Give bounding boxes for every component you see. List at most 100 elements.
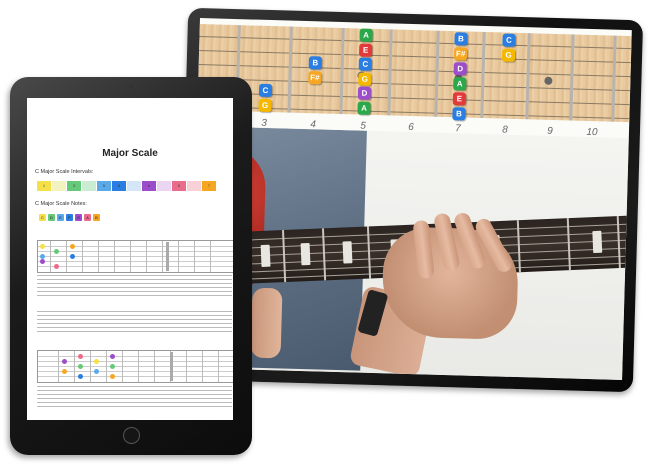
interval-cell: 6 bbox=[112, 181, 126, 191]
fret bbox=[218, 351, 219, 382]
interval-cell: 5 bbox=[97, 181, 111, 191]
guitar-inlay bbox=[342, 241, 353, 264]
note-marker: G bbox=[358, 72, 372, 86]
fret bbox=[154, 351, 155, 382]
string bbox=[38, 371, 233, 372]
fret bbox=[50, 241, 51, 272]
string bbox=[38, 266, 233, 267]
string bbox=[38, 246, 233, 247]
fret bbox=[106, 351, 107, 382]
guitar-inlay bbox=[300, 242, 311, 266]
note-marker: C bbox=[502, 33, 516, 47]
scale-note-chip: F bbox=[66, 214, 73, 221]
scale-note-chip: B bbox=[93, 214, 100, 221]
guitar-inlay bbox=[592, 230, 603, 254]
note-marker: B bbox=[454, 32, 468, 46]
interval-cell bbox=[187, 181, 201, 191]
note-dot bbox=[40, 244, 45, 249]
note-marker: E bbox=[358, 43, 373, 57]
note-dot bbox=[94, 369, 99, 374]
note-dot bbox=[70, 254, 75, 259]
note-dot bbox=[54, 249, 59, 254]
fretboard-diagram: A E C G D A B F# C G B F# D A E B C G 3 … bbox=[197, 18, 632, 138]
note-dot bbox=[78, 364, 83, 369]
page-title: Major Scale bbox=[102, 148, 158, 159]
string bbox=[38, 256, 233, 257]
string bbox=[38, 361, 233, 362]
scale-fretboard-diagram bbox=[37, 240, 233, 273]
player-arm bbox=[250, 287, 283, 359]
scale-note-chip: G bbox=[75, 214, 82, 221]
note-dot bbox=[40, 254, 45, 259]
string bbox=[38, 366, 233, 367]
string bbox=[38, 261, 233, 262]
note-marker: G bbox=[501, 48, 516, 62]
fret bbox=[130, 241, 131, 272]
scale-note-chip: D bbox=[48, 214, 55, 221]
note-dot bbox=[110, 364, 115, 369]
intervals-label: C Major Scale Intervals: bbox=[35, 169, 94, 175]
fret bbox=[58, 351, 59, 382]
interval-cell: 3 bbox=[67, 181, 81, 191]
note-marker: B bbox=[452, 107, 466, 121]
fret bbox=[146, 241, 147, 272]
scale-fretboard-diagram bbox=[37, 350, 233, 383]
fret bbox=[74, 351, 75, 382]
fret bbox=[138, 351, 139, 382]
interval-cell: 1 bbox=[37, 181, 51, 191]
monitor-screen: A E C G D A B F# C G B F# D A E B C G 3 … bbox=[190, 18, 632, 380]
fret-marker bbox=[166, 242, 169, 271]
fret bbox=[122, 351, 123, 382]
note-marker: A bbox=[453, 77, 467, 91]
note-dot bbox=[70, 244, 75, 249]
note-dot bbox=[40, 259, 45, 264]
fret bbox=[194, 241, 195, 272]
note-marker: B bbox=[308, 56, 322, 70]
string bbox=[38, 376, 233, 377]
note-marker: F# bbox=[308, 71, 322, 85]
tablet-device: Major Scale C Major Scale Intervals: 1 3 5… bbox=[10, 77, 252, 455]
notes-label: C Major Scale Notes: bbox=[35, 201, 87, 207]
interval-cell bbox=[82, 181, 96, 191]
tablet-screen: Major Scale C Major Scale Intervals: 1 3 5… bbox=[27, 98, 233, 420]
fret bbox=[90, 351, 91, 382]
note-dot bbox=[110, 374, 115, 379]
home-button[interactable] bbox=[123, 427, 140, 444]
interval-cell: 7 bbox=[202, 181, 216, 191]
fret-marker bbox=[170, 352, 173, 381]
fret bbox=[186, 351, 187, 382]
scale-note-chip: E bbox=[57, 214, 64, 221]
interval-cell: b bbox=[142, 181, 156, 191]
note-marker: F# bbox=[453, 47, 468, 61]
interval-cell: 6 bbox=[172, 181, 186, 191]
scale-note-chip: C bbox=[39, 214, 46, 221]
note-dot bbox=[110, 354, 115, 359]
note-marker: D bbox=[453, 62, 467, 76]
scale-note-chip: A bbox=[84, 214, 91, 221]
note-dot bbox=[62, 359, 67, 364]
note-marker: D bbox=[357, 86, 372, 100]
note-marker: A bbox=[357, 101, 371, 115]
note-marker: E bbox=[452, 92, 467, 106]
note-dot bbox=[78, 374, 83, 379]
note-marker: C bbox=[358, 57, 372, 71]
fret bbox=[162, 241, 163, 272]
fret bbox=[98, 241, 99, 272]
fret bbox=[202, 351, 203, 382]
interval-cell bbox=[127, 181, 141, 191]
note-dot bbox=[62, 369, 67, 374]
guitar-inlay bbox=[260, 244, 271, 268]
note-marker: C bbox=[258, 83, 273, 98]
fret bbox=[82, 241, 83, 272]
fret bbox=[66, 241, 67, 272]
note-dot bbox=[54, 264, 59, 269]
interval-cell bbox=[157, 181, 171, 191]
note-marker: G bbox=[258, 98, 272, 113]
fret bbox=[210, 241, 211, 272]
camera-icon bbox=[129, 85, 133, 89]
string bbox=[38, 251, 233, 252]
fret bbox=[114, 241, 115, 272]
note-marker: A bbox=[359, 28, 373, 42]
interval-cell bbox=[52, 181, 66, 191]
lesson-video[interactable] bbox=[190, 126, 629, 380]
